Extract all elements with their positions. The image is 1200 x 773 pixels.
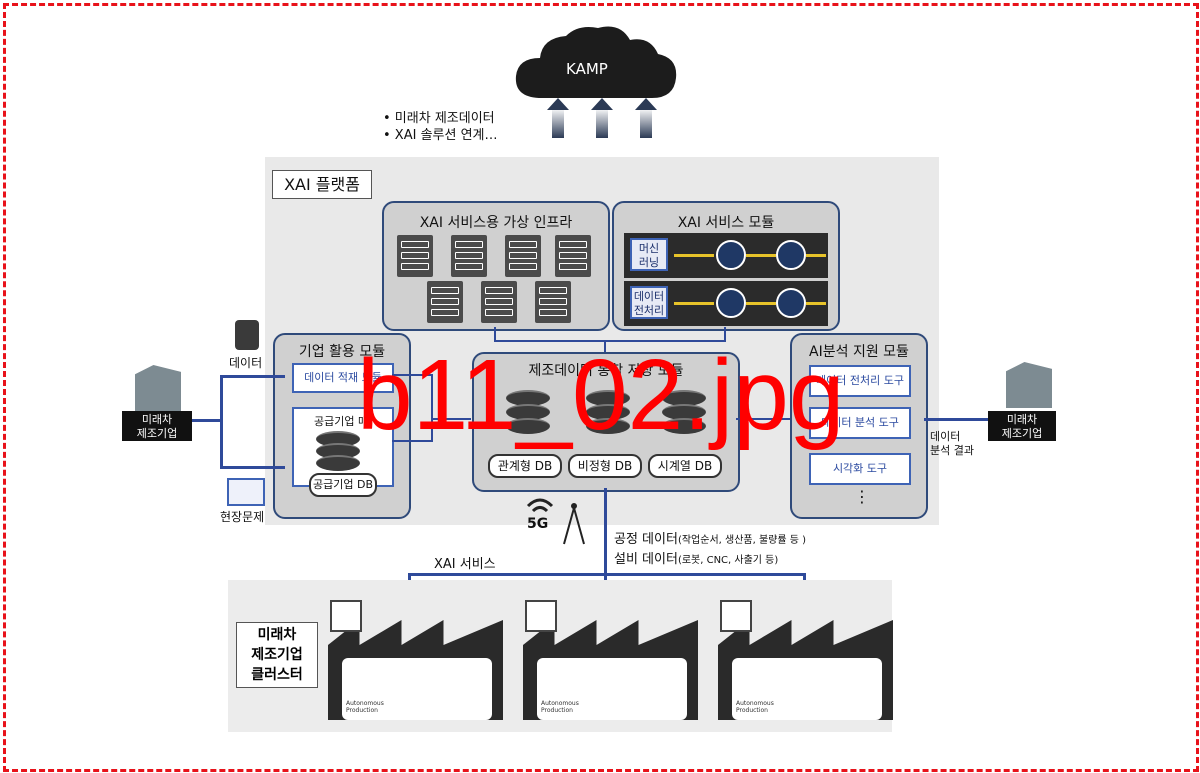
xai-service-module: XAI 서비스 모듈 머신 러닝 데이터 전처리 xyxy=(612,201,840,331)
factory-caption: Autonomous Production xyxy=(541,700,579,714)
visualization-tool: 시각화 도구 xyxy=(809,453,911,485)
database-icon xyxy=(316,431,360,471)
supplier-db: 공급기업 DB xyxy=(309,473,377,497)
relational-db: 관계형 DB xyxy=(488,454,562,478)
cluster-title: 미래차 제조기업 클러스터 xyxy=(236,622,318,688)
outer-frame xyxy=(3,3,1199,772)
corp-module-title: 기업 활용 모듈 xyxy=(298,344,386,360)
upload-arrow xyxy=(635,98,657,138)
network-label: 5G xyxy=(527,516,549,532)
supplier-label: 공급기업 매 xyxy=(314,415,369,428)
preprocess-tool: 데이터 전처리 도구 xyxy=(809,365,911,397)
analysis-tool: 데이터 분석 도구 xyxy=(809,407,911,439)
factory-badge-icon xyxy=(525,600,557,632)
unstructured-db: 비정형 DB xyxy=(568,454,642,478)
database-icon xyxy=(662,390,706,440)
field-issue-icon xyxy=(227,478,265,506)
upload-arrow xyxy=(591,98,613,138)
more-tools: ⋮ xyxy=(854,487,870,506)
storage-title: 제조데이터 통합 저장 모듈 xyxy=(528,363,684,379)
factory-icon: Autonomous Production xyxy=(328,600,503,720)
factory-icon: Autonomous Production xyxy=(523,600,698,720)
preprocess-node-icon xyxy=(716,288,746,318)
ml-node-icon xyxy=(716,240,746,270)
process-data: 공정 데이터(작업순서, 생산품, 불량률 등 ) xyxy=(614,532,807,547)
ml-node-icon xyxy=(776,240,806,270)
preprocess-tag: 데이터 전처리 xyxy=(630,286,668,319)
building-icon xyxy=(135,365,181,411)
platform-title: XAI 플랫폼 xyxy=(272,170,372,199)
data-label: 데이터 xyxy=(229,356,263,370)
server-icon xyxy=(397,235,433,277)
corp-module: 기업 활용 모듈 데이터 적재 모듈 공급기업 매 공급기업 DB xyxy=(273,333,411,519)
left-company: 미래차 제조기업 xyxy=(122,411,192,441)
upload-arrow xyxy=(547,98,569,138)
cloud-note-1: • 미래차 제조데이터 xyxy=(383,111,495,126)
result-label: 데이터 분석 결과 xyxy=(930,430,974,457)
ml-pipeline: 머신 러닝 xyxy=(624,233,828,278)
equipment-data: 설비 데이터(로봇, CNC, 사출기 등) xyxy=(614,552,779,567)
ml-tag: 머신 러닝 xyxy=(630,238,668,271)
server-icon xyxy=(451,235,487,277)
xai-service-label: XAI 서비스 xyxy=(434,557,496,572)
factory-icon: Autonomous Production xyxy=(718,600,893,720)
factory-badge-icon xyxy=(720,600,752,632)
factory-caption: Autonomous Production xyxy=(736,700,774,714)
ai-module-title: AI분석 지원 모듈 xyxy=(809,344,909,360)
preprocess-node-icon xyxy=(776,288,806,318)
infra-title: XAI 서비스용 가상 인프라 xyxy=(419,215,573,231)
building-icon xyxy=(1006,362,1052,408)
ai-analysis-module: AI분석 지원 모듈 데이터 전처리 도구 데이터 분석 도구 시각화 도구 ⋮ xyxy=(790,333,928,519)
factory-caption: Autonomous Production xyxy=(346,700,384,714)
infra-module: XAI 서비스용 가상 인프라 xyxy=(382,201,610,331)
cloud-label: KAMP xyxy=(566,60,608,78)
right-company: 미래차 제조기업 xyxy=(988,411,1056,441)
cloud-note-2: • XAI 솔루션 연계… xyxy=(383,128,498,143)
server-icon xyxy=(481,281,517,323)
antenna-icon xyxy=(526,498,585,545)
filename-overlay: b11_02.jpg xyxy=(357,339,845,451)
database-icon xyxy=(586,390,630,440)
issue-label: 현장문제 xyxy=(220,510,265,524)
timeseries-db: 시계열 DB xyxy=(648,454,722,478)
server-icon xyxy=(427,281,463,323)
server-icon xyxy=(555,235,591,277)
database-icon xyxy=(506,390,550,440)
xai-module-title: XAI 서비스 모듈 xyxy=(677,215,775,231)
kamp-cloud xyxy=(515,26,677,98)
server-icon xyxy=(535,281,571,323)
data-load-module: 데이터 적재 모듈 xyxy=(292,363,394,393)
server-icon xyxy=(505,235,541,277)
storage-module: 제조데이터 통합 저장 모듈 관계형 DB 비정형 DB 시계열 DB xyxy=(472,352,740,492)
factory-badge-icon xyxy=(330,600,362,632)
preprocess-pipeline: 데이터 전처리 xyxy=(624,281,828,326)
database-icon xyxy=(235,320,259,350)
